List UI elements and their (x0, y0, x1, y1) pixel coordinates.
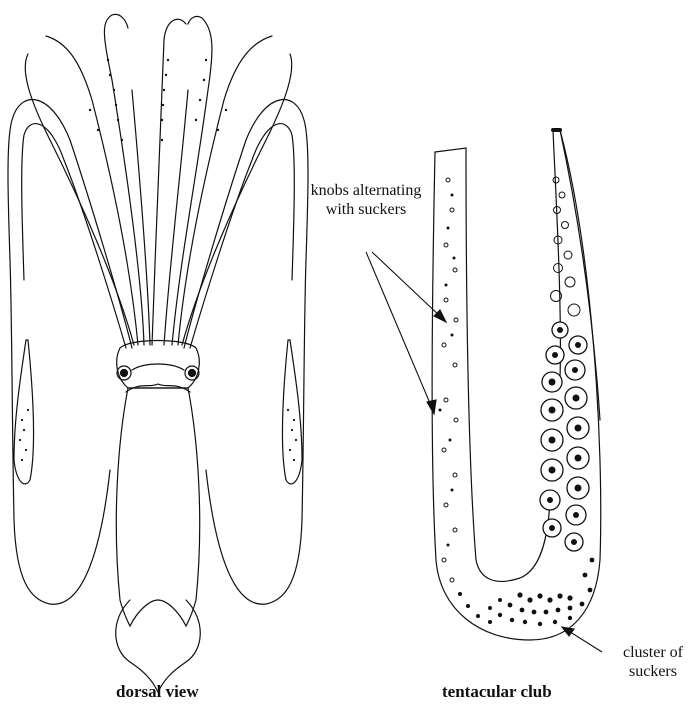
caption-dorsal-view: dorsal view (116, 682, 199, 702)
annotation-arrows (366, 252, 602, 652)
squid-dorsal-figure (8, 14, 308, 692)
caption-tentacular-club: tentacular club (442, 682, 552, 702)
left-club (14, 340, 34, 484)
tentacular-club-figure (432, 130, 601, 640)
club-stalk (435, 148, 550, 581)
right-club (282, 340, 302, 484)
club-suckers (540, 322, 589, 551)
mantle (116, 388, 199, 626)
label-knobs-alternating: knobs alternating with suckers (307, 181, 425, 219)
label-cluster-of-suckers: cluster of suckers (608, 643, 698, 681)
arms (25, 14, 291, 345)
stalk-knobs (442, 178, 458, 582)
tip-small-suckers (551, 177, 581, 316)
fins (116, 600, 201, 692)
